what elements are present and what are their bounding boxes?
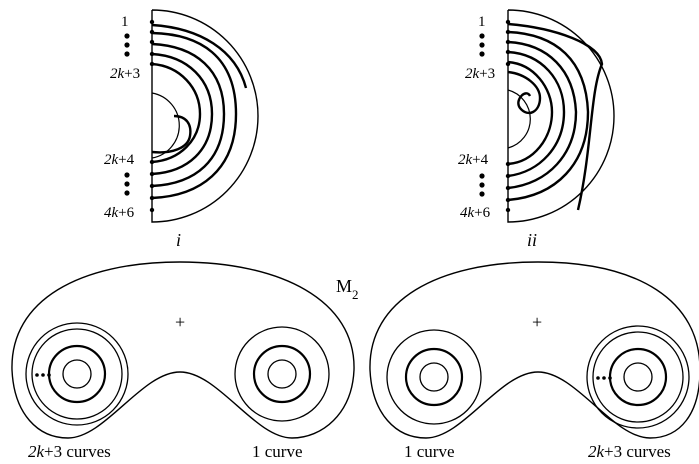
hole-caption-left: 2k+3 curves xyxy=(28,442,111,461)
index-label-1: 1 xyxy=(478,14,486,30)
half-disk-boundary xyxy=(151,9,259,223)
ellipsis-dots xyxy=(124,33,130,196)
genus-two-surface-right: + 1 curve 2k+3 curves xyxy=(369,261,699,461)
orientation-plus-sign: + xyxy=(532,312,542,332)
arc-curve xyxy=(151,62,202,164)
ellipsis-dots xyxy=(479,33,485,197)
panel-caption-ii: ii xyxy=(527,230,537,250)
arc-curve xyxy=(507,40,578,190)
genus-two-surface-left: + 2k+3 curves 1 curve xyxy=(11,261,355,461)
arc-curve xyxy=(151,42,226,188)
hook-curve xyxy=(507,70,542,115)
arc-curve xyxy=(507,30,590,202)
boundary-points xyxy=(505,19,511,213)
hole-caption-left: 1 curve xyxy=(404,442,455,461)
arc-curve xyxy=(507,50,566,178)
hole-curves-left xyxy=(25,322,129,426)
puncture-notch xyxy=(507,89,531,149)
manifold-label: M2 xyxy=(336,276,359,302)
half-disk-diagram-i: 1 2k+3 2k+4 4k+6 i xyxy=(104,9,259,250)
index-label-2k3: 2k+3 xyxy=(465,66,495,82)
index-label-2k3: 2k+3 xyxy=(110,66,140,82)
index-label-4k6: 4k+6 xyxy=(104,205,135,221)
panel-caption-i: i xyxy=(176,230,181,250)
arc-curve xyxy=(151,52,214,176)
hole-curves-right xyxy=(586,325,690,429)
index-label-4k6: 4k+6 xyxy=(460,205,491,221)
arc-curve xyxy=(151,23,248,89)
hole-curves-right xyxy=(234,326,330,422)
arc-curve xyxy=(507,22,604,211)
index-label-2k4: 2k+4 xyxy=(458,152,489,168)
ellipsis-dots xyxy=(596,376,612,380)
puncture-notch xyxy=(151,92,180,159)
arc-curve xyxy=(151,31,238,200)
surface-outline xyxy=(369,261,699,439)
index-label-1: 1 xyxy=(121,14,129,30)
hole-curves-left xyxy=(386,329,482,425)
half-disk-diagram-ii: 1 2k+3 2k+4 4k+6 ii xyxy=(458,9,615,250)
arc-curve xyxy=(507,60,554,166)
boundary-points xyxy=(149,19,155,213)
hook-curve xyxy=(151,114,192,154)
orientation-plus-sign: + xyxy=(175,312,185,332)
half-disk-boundary xyxy=(507,9,615,223)
surface-outline xyxy=(11,261,355,439)
ellipsis-dots xyxy=(35,373,51,377)
hole-caption-right: 1 curve xyxy=(252,442,303,461)
index-label-2k4: 2k+4 xyxy=(104,152,135,168)
hole-caption-right: 2k+3 curves xyxy=(588,442,671,461)
